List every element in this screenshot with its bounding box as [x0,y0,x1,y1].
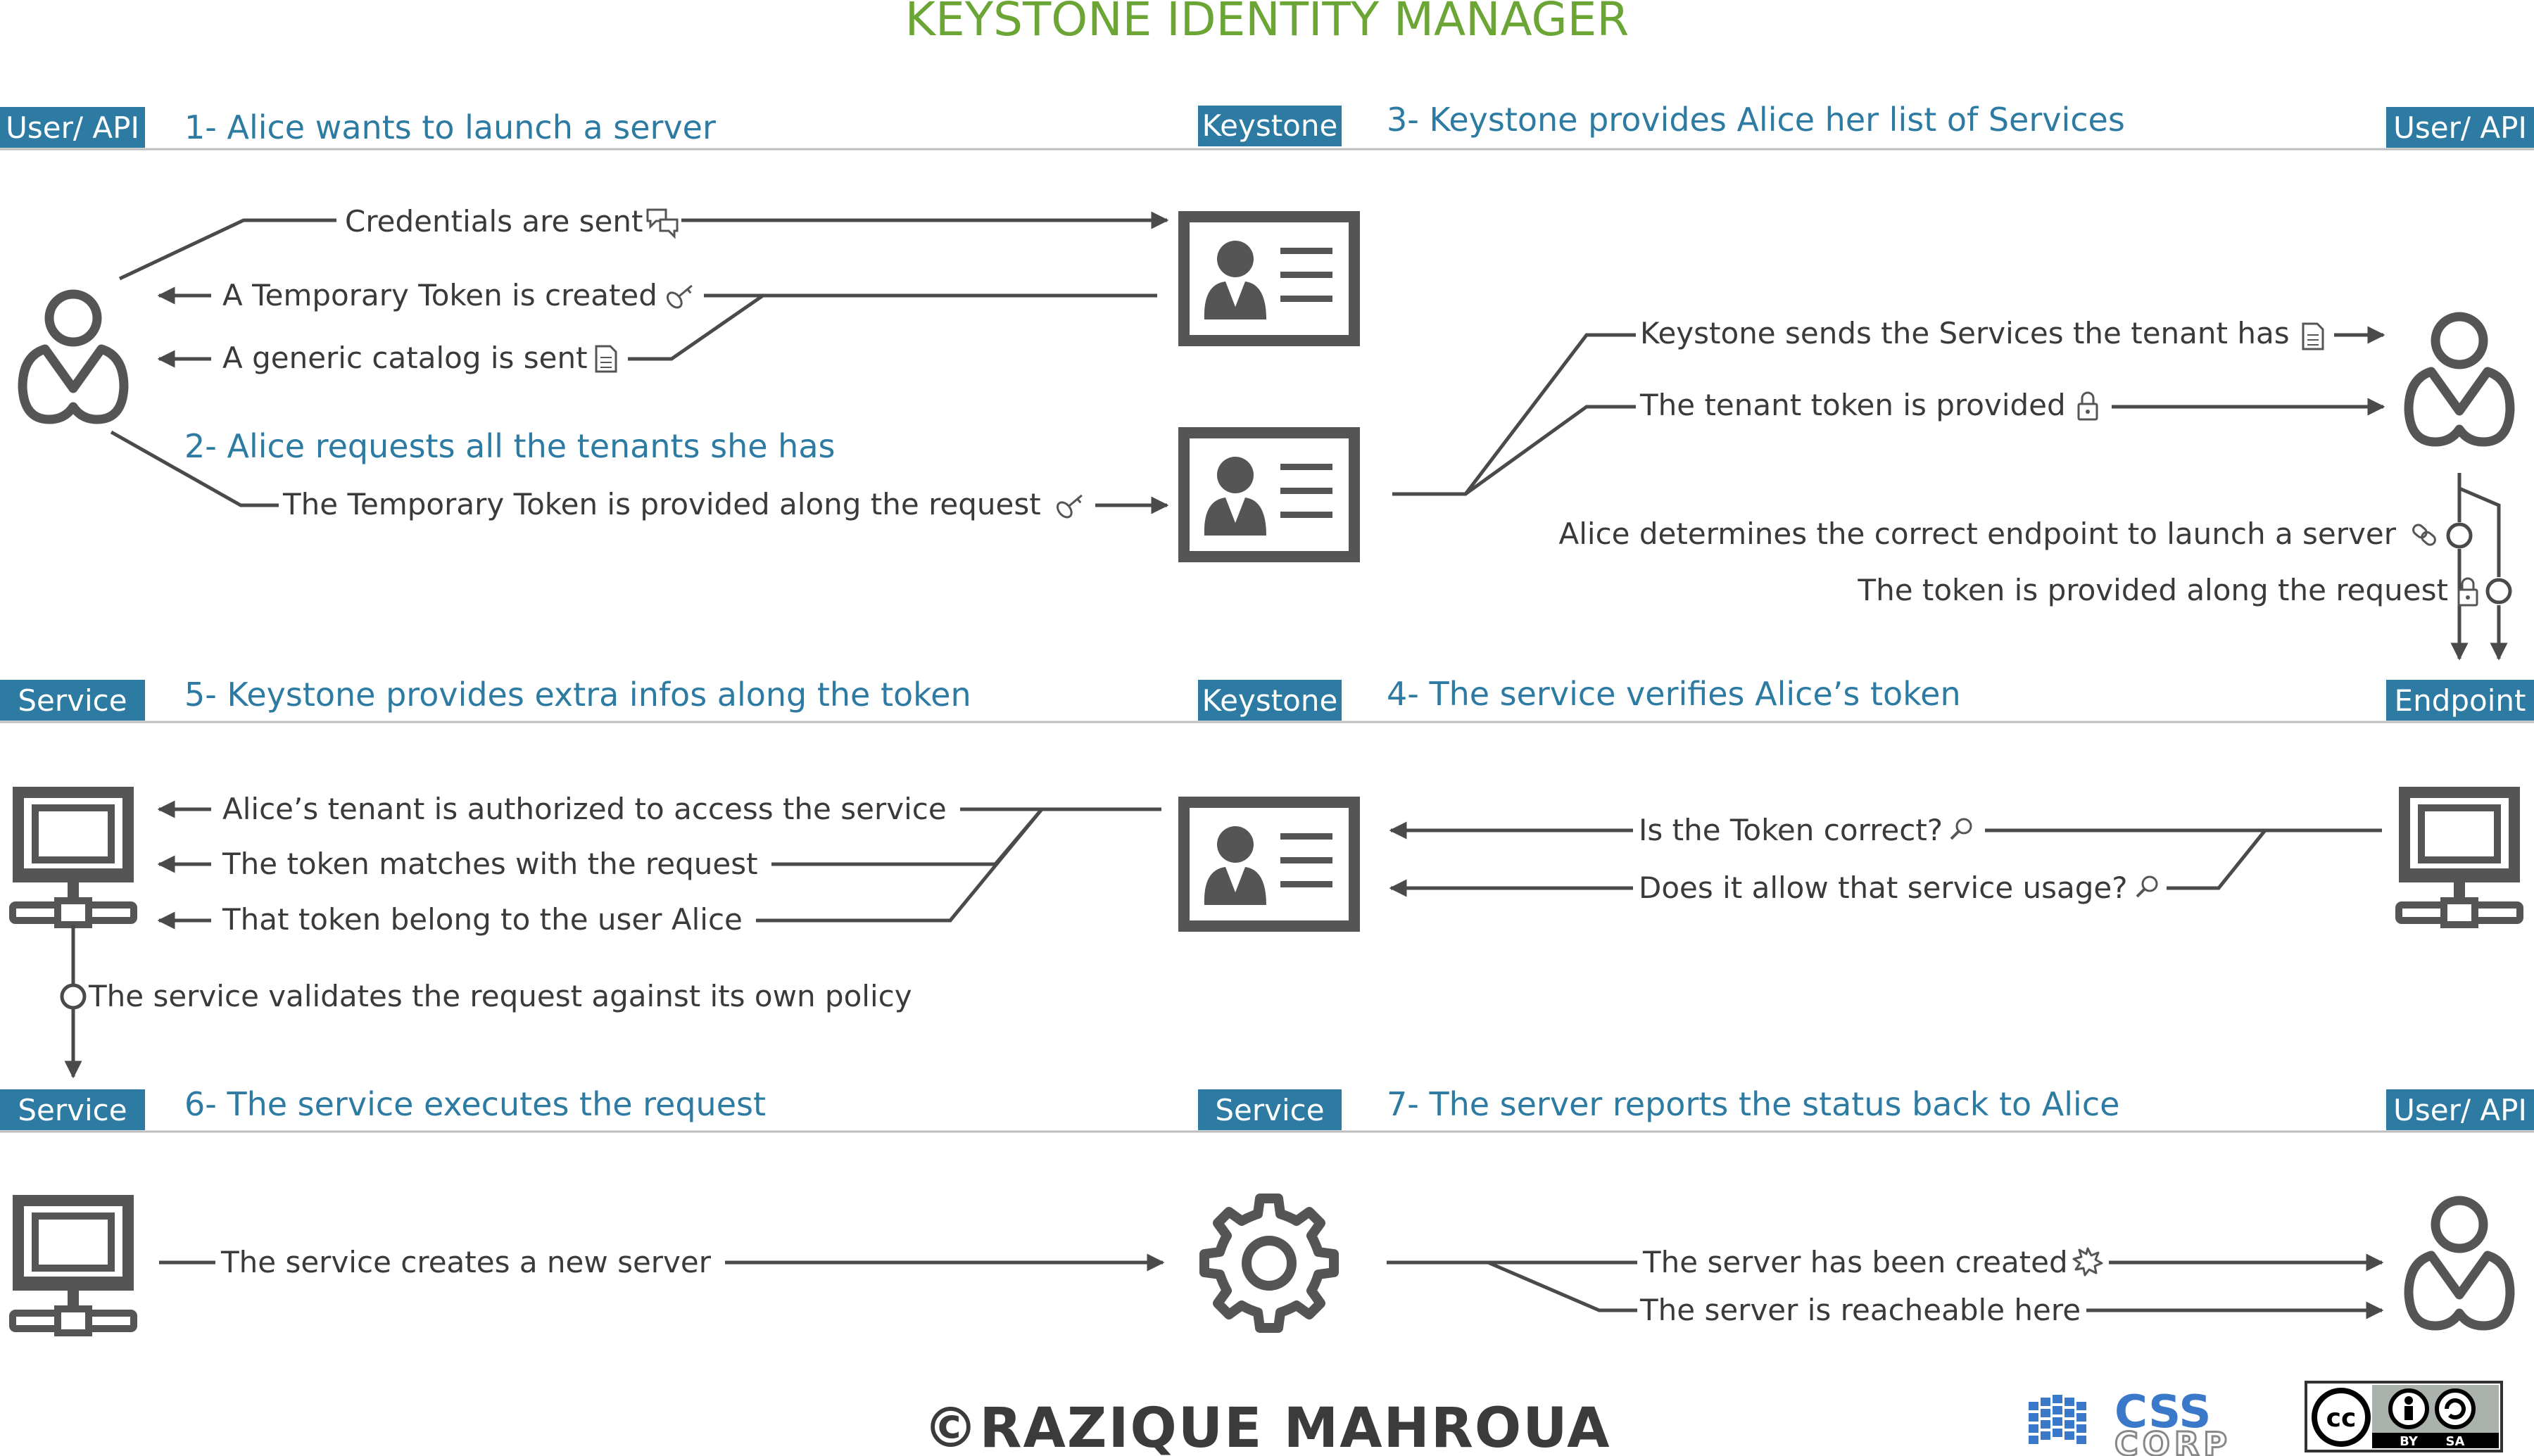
author-credit: ©RAZIQUE MAHROUA [923,1397,1610,1456]
msg-credentials: Credentials are sent [345,204,643,239]
tag-endpoint: Endpoint [2386,680,2534,721]
magnifier-icon [1950,818,1972,840]
msg-temp-token: A Temporary Token is created [222,278,657,312]
document-icon [595,345,617,373]
arrow-temp-token-provided [110,430,1169,514]
tag-user-api-3: User/ API [2386,107,2534,148]
svg-text:CORP: CORP [2114,1425,2231,1456]
svg-text:SA: SA [2446,1434,2465,1449]
msg-token-request: The token is provided along the request [1857,573,2448,607]
lock-icon [2457,577,2478,607]
svg-text:User/ API: User/ API [2393,1093,2527,1127]
chat-icon [646,208,679,239]
svg-text:User/ API: User/ API [6,110,139,145]
tag-keystone-4: Keystone [1198,680,1342,721]
arrow-token-check [1389,821,2382,897]
msg-token-correct: Is the Token correct? [1639,813,1943,847]
section-title-2: 2- Alice requests all the tenants she ha… [184,427,835,465]
msg-server-created: The server has been created [1642,1245,2068,1279]
svg-text:Service: Service [18,683,127,718]
section-title-7: 7- The server reports the status back to… [1387,1085,2119,1123]
tag-user-api-7: User/ API [2386,1089,2534,1130]
tag-user-api-1: User/ API [0,107,145,148]
page-title: KEYSTONE IDENTITY MANAGER [905,0,1629,46]
arrow-status-back [1387,1253,2384,1319]
msg-token-belongs: That token belong to the user Alice [222,902,743,937]
section-title-1: 1- Alice wants to launch a server [184,108,716,146]
tag-service-5: Service [0,680,145,721]
magnifier-icon [2136,875,2158,898]
tag-service-6: Service [0,1089,145,1130]
computer-icon [13,1195,134,1333]
tag-keystone-1: Keystone [1198,106,1342,146]
msg-service-usage: Does it allow that service usage? [1639,871,2128,905]
svg-text:User/ API: User/ API [2393,110,2527,145]
lock-icon [2077,391,2098,421]
css-corp-logo: CSS CORP [2029,1386,2231,1456]
section-title-6: 6- The service executes the request [184,1085,766,1123]
msg-tenant-authorized: Alice’s tenant is authorized to access t… [222,792,947,826]
section-title-4: 4- The service verifies Alice’s token [1387,675,1961,713]
svg-text:Keystone: Keystone [1202,108,1338,143]
sun-icon [2072,1247,2103,1277]
arrow-endpoint-branch [2446,473,2512,661]
link-icon [2412,524,2436,546]
user-icon [2409,1201,2510,1326]
computer-icon [2399,787,2520,925]
tag-service-6b: Service [1198,1089,1342,1130]
msg-creates-server: The service creates a new server [220,1245,712,1279]
svg-text:cc: cc [2326,1404,2357,1433]
svg-text:Service: Service [18,1093,127,1127]
arrow-keystone-infos [157,800,1161,930]
gear-icon [1204,1198,1334,1328]
section-title-5: 5- Keystone provides extra infos along t… [184,676,971,714]
msg-server-reachable: The server is reacheable here [1639,1293,2081,1327]
svg-text:Keystone: Keystone [1202,683,1338,718]
msg-token-matches: The token matches with the request [222,847,758,881]
msg-services-sent: Keystone sends the Services the tenant h… [1640,316,2290,350]
key-icon [666,284,693,309]
svg-text:CSS: CSS [2114,1386,2211,1438]
section-title-3: 3- Keystone provides Alice her list of S… [1387,101,2125,139]
svg-text:Endpoint: Endpoint [2395,683,2526,718]
svg-text:Service: Service [1215,1093,1324,1127]
id-card-icon [1178,211,1360,346]
arrow-services-sent [1392,326,2385,496]
svg-text:BY: BY [2400,1434,2419,1449]
msg-tenant-token: The tenant token is provided [1639,388,2066,422]
user-icon [2409,317,2510,442]
id-card-icon [1178,427,1360,562]
msg-catalog: A generic catalog is sent [222,341,588,375]
key-icon [1056,494,1083,519]
id-card-icon [1178,797,1360,932]
arrow-validates [60,925,87,1079]
msg-validates: The service validates the request agains… [88,979,912,1013]
cc-license-badge: cc BY SA [2305,1381,2503,1452]
document-icon [2302,322,2324,350]
msg-endpoint: Alice determines the correct endpoint to… [1559,517,2397,551]
msg-temp-token-provided: The Temporary Token is provided along th… [282,487,1041,521]
arrow-temp-token [157,286,1157,368]
arrow-credentials [118,211,1169,281]
computer-icon [13,787,134,925]
user-icon [23,294,124,419]
